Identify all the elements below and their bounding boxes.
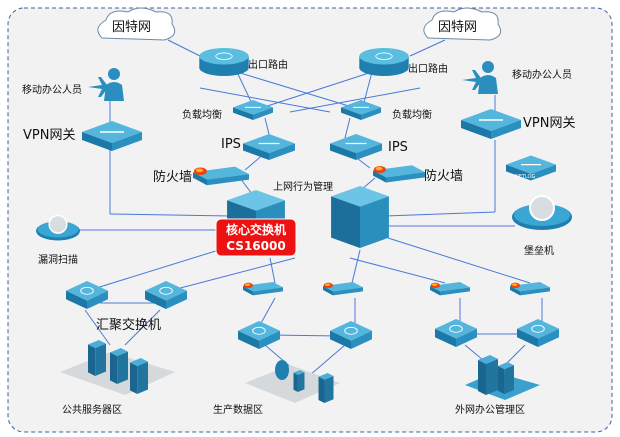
core-switch-title: 核心交换机 bbox=[226, 222, 286, 237]
server-icon bbox=[88, 340, 106, 376]
vuln-scan-label: 漏洞扫描 bbox=[38, 253, 78, 266]
zone-public-label: 公共服务器区 bbox=[62, 403, 122, 416]
router-icon-left bbox=[198, 48, 250, 76]
router-label-right: 出口路由 bbox=[408, 62, 448, 75]
database-icon bbox=[275, 360, 289, 380]
connection-line bbox=[164, 257, 296, 293]
storage-icon bbox=[293, 370, 305, 392]
lb-label-right: 负载均衡 bbox=[392, 108, 432, 121]
internet-label-left: 因特网 bbox=[112, 20, 151, 35]
server-icon bbox=[110, 348, 128, 384]
internet-cloud-left: 因特网 bbox=[97, 7, 176, 41]
connection-line bbox=[269, 334, 341, 337]
connection-line bbox=[289, 87, 421, 113]
building-icon bbox=[498, 362, 514, 394]
connection-line bbox=[89, 244, 236, 291]
ips-label-left: IPS bbox=[221, 137, 241, 152]
platform bbox=[245, 365, 340, 403]
connection-line bbox=[199, 87, 331, 113]
router-label-left: 出口路由 bbox=[248, 58, 288, 71]
production-data-zone: 生产数据区 bbox=[213, 360, 340, 416]
connection-line bbox=[344, 117, 351, 139]
public-server-zone: 公共服务器区 bbox=[60, 340, 175, 416]
netlog-text: NETLOG bbox=[515, 174, 535, 180]
router-icon-right bbox=[358, 48, 410, 76]
connection-line bbox=[409, 39, 446, 57]
core-switch-model: CS16000 bbox=[226, 239, 285, 253]
zone-office-label: 外网办公管理区 bbox=[455, 403, 525, 416]
connection-line bbox=[124, 309, 161, 346]
connection-line bbox=[269, 257, 276, 284]
connection-line bbox=[351, 249, 361, 284]
building-icon bbox=[478, 355, 498, 395]
internet-label-right: 因特网 bbox=[438, 20, 477, 35]
zone-production-label: 生产数据区 bbox=[213, 403, 263, 416]
connection-line bbox=[387, 237, 531, 284]
connection-line bbox=[254, 71, 373, 111]
office-zone: 外网办公管理区 bbox=[455, 355, 540, 416]
server-icon bbox=[318, 373, 334, 403]
lb-label-left: 负载均衡 bbox=[182, 108, 222, 121]
connection-line bbox=[349, 257, 446, 284]
cloud-icon bbox=[423, 7, 502, 41]
connection-line bbox=[309, 344, 346, 376]
connection-line bbox=[259, 297, 276, 326]
mobile-user-label-right: 移动办公人员 bbox=[512, 68, 572, 81]
behavior-mgmt-label: 上网行为管理 bbox=[273, 180, 333, 193]
connection-line bbox=[384, 211, 496, 217]
cloud-icon bbox=[97, 7, 176, 41]
core-switch-icon-right bbox=[331, 186, 389, 248]
firewall-label-right: 防火墙 bbox=[424, 168, 463, 184]
connection-line bbox=[236, 71, 363, 111]
vpn-label-left: VPN网关 bbox=[23, 128, 75, 143]
ips-label-right: IPS bbox=[388, 140, 408, 155]
internet-cloud-right: 因特网 bbox=[423, 7, 502, 41]
connection-line bbox=[84, 309, 111, 346]
core-switch-label: 核心交换机 CS16000 bbox=[215, 218, 297, 257]
server-icon bbox=[130, 358, 148, 394]
firewall-label-left: 防火墙 bbox=[153, 169, 192, 185]
connection-line bbox=[109, 213, 231, 217]
aggregation-label: 汇聚交换机 bbox=[96, 317, 161, 333]
connection-line bbox=[167, 39, 201, 57]
mobile-user-label-left: 移动办公人员 bbox=[22, 83, 82, 96]
vpn-label-right: VPN网关 bbox=[523, 116, 575, 131]
bastion-label: 堡垒机 bbox=[524, 244, 554, 257]
